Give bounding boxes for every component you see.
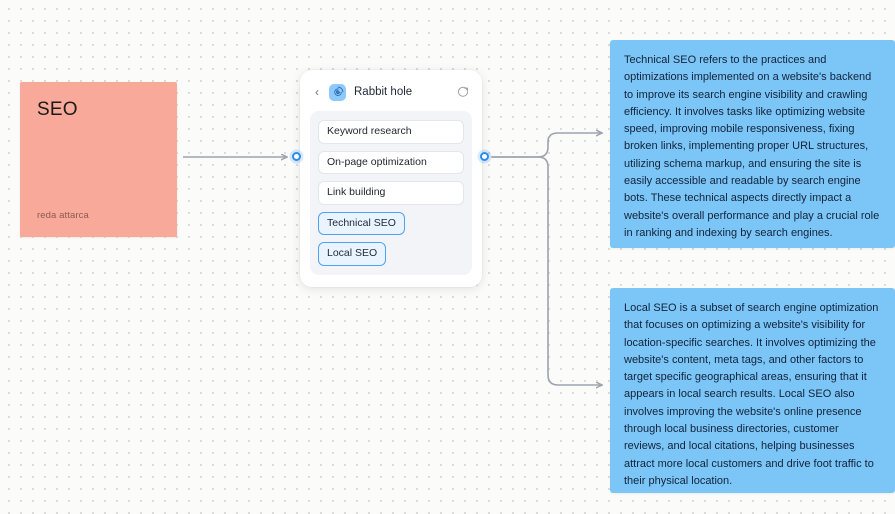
edge-card-to-technical <box>491 133 602 158</box>
seo-note-title: SEO <box>37 99 78 120</box>
rabbit-hole-card[interactable]: ‹ Rabbit hole Keyword research On-page o… <box>300 70 482 287</box>
rabbit-hole-title: Rabbit hole <box>354 86 413 98</box>
card-output-port[interactable] <box>480 152 489 161</box>
edge-card-to-local <box>491 156 602 385</box>
suggestion-chip-local-seo[interactable]: Local SEO <box>318 242 387 266</box>
seo-note-node[interactable]: SEO reda attarca <box>20 82 177 237</box>
note-local-seo[interactable]: Local SEO is a subset of search engine o… <box>610 288 895 493</box>
note-technical-seo[interactable]: Technical SEO refers to the practices an… <box>610 40 895 248</box>
suggestion-chip-on-page-optimization[interactable]: On-page optimization <box>318 150 464 174</box>
seo-note-author: reda attarca <box>37 210 89 221</box>
rabbit-hole-header: ‹ Rabbit hole <box>310 80 472 102</box>
suggestion-chip-keyword-research[interactable]: Keyword research <box>318 120 464 144</box>
suggestion-chip-technical-seo[interactable]: Technical SEO <box>318 211 405 235</box>
rabbit-hole-suggestions: Keyword research On-page optimization Li… <box>310 111 472 275</box>
refresh-icon[interactable] <box>456 85 470 99</box>
back-chevron-icon[interactable]: ‹ <box>315 85 319 99</box>
card-input-port[interactable] <box>292 152 301 161</box>
suggestion-chip-link-building[interactable]: Link building <box>318 181 464 205</box>
spiral-icon <box>329 83 346 101</box>
